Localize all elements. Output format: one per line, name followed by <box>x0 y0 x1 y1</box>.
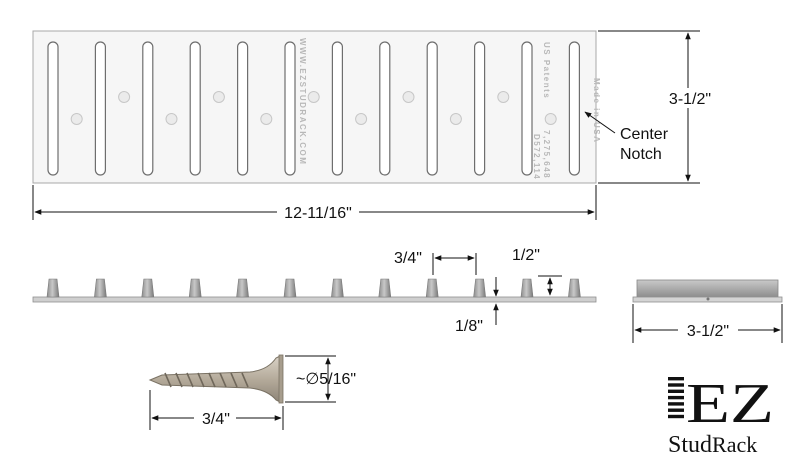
plate-slot <box>331 41 343 176</box>
plate-outline <box>32 30 597 184</box>
side-base <box>32 296 597 303</box>
logo-stripe <box>668 414 684 419</box>
screw-view: ~∅5/16" 3/4" <box>148 354 356 430</box>
screw-body <box>148 355 281 403</box>
screw-head <box>278 354 284 404</box>
plate-slot <box>474 41 486 176</box>
plate-slot <box>47 41 59 176</box>
side-peg <box>473 278 486 298</box>
side-thickness-label: 1/8" <box>455 318 483 335</box>
screw-thread <box>230 372 238 388</box>
plate-notch <box>118 91 131 103</box>
plate-slot <box>142 41 154 176</box>
plate-slot <box>284 41 296 176</box>
top-width-label: 12-11/16" <box>284 205 352 222</box>
side-peg <box>568 278 581 298</box>
plate-notch <box>544 113 557 125</box>
plate-slot <box>189 41 201 176</box>
logo-stripe <box>668 377 684 381</box>
plate-slot <box>521 41 533 176</box>
side-peg <box>331 278 344 298</box>
logo-stud-text: Stud <box>668 432 712 458</box>
logo-sub-text: StudRack <box>668 432 757 458</box>
plate-slot <box>568 41 581 176</box>
screw-diameter-label: ~∅5/16" <box>296 371 356 388</box>
side-peg <box>236 278 249 298</box>
logo-stripe <box>668 389 684 393</box>
plate-notch <box>307 91 320 103</box>
screw-thread <box>241 372 249 388</box>
side-spacing-label: 3/4" <box>394 250 422 267</box>
side-peg <box>520 278 534 298</box>
logo-stripes <box>668 377 684 419</box>
embossed-patent-2: D572,114 <box>532 134 541 180</box>
side-peg <box>94 278 107 298</box>
side-pegs <box>46 278 581 298</box>
end-view: 3-1/2" <box>632 279 783 343</box>
screw-thread <box>219 372 227 388</box>
screw-thread <box>208 372 216 388</box>
side-peg <box>425 278 439 298</box>
side-peg <box>188 278 202 298</box>
end-width-label: 3-1/2" <box>687 323 729 340</box>
plate-notch <box>260 113 273 125</box>
side-peg <box>46 278 60 298</box>
center-notch-label-line1: Center <box>620 126 669 143</box>
screw-thread <box>186 372 194 388</box>
logo-stripe <box>668 408 684 412</box>
screw-length-label: 3/4" <box>202 411 230 428</box>
end-notch-mark <box>706 297 710 301</box>
screw-threads <box>164 372 249 388</box>
plate-notch <box>497 91 510 103</box>
embossed-patents-label: US Patents <box>542 42 551 99</box>
plate-notch <box>165 113 178 125</box>
plate-slot <box>379 41 391 176</box>
logo-ez-text: EZ <box>686 373 774 435</box>
plate-slots <box>47 41 581 176</box>
logo-stripe <box>668 395 684 400</box>
side-peg <box>283 278 297 298</box>
side-peg <box>378 278 392 298</box>
screw-thread <box>164 372 172 388</box>
plate-notch <box>402 91 415 103</box>
side-view: 3/4" 1/2" 1/8" <box>32 247 597 335</box>
embossed-patent-1: 7,275,648 <box>542 130 551 179</box>
top-view: WWW.EZSTUDRACK.COM US Patents 7,275,648 … <box>32 30 716 222</box>
plate-notch <box>70 113 83 125</box>
screw-thread <box>175 372 183 388</box>
side-peg <box>141 278 155 298</box>
plate-notch <box>355 113 368 125</box>
plate-slot <box>94 41 107 176</box>
screw-thread <box>197 372 205 388</box>
end-bar <box>636 279 779 299</box>
plate-slot <box>426 41 438 176</box>
top-height-label: 3-1/2" <box>669 91 711 108</box>
logo-stripe <box>668 383 684 387</box>
logo-rack-text: Rack <box>712 432 757 457</box>
plate-notches <box>70 91 557 125</box>
plate-notch <box>449 113 462 125</box>
logo-stripe <box>668 402 684 406</box>
plate-slot <box>237 41 249 176</box>
embossed-website: WWW.EZSTUDRACK.COM <box>298 38 307 165</box>
center-notch-label-line2: Notch <box>620 146 662 163</box>
ez-studrack-logo: EZ StudRack <box>668 373 774 458</box>
center-notch-leader <box>584 111 616 134</box>
side-height-label: 1/2" <box>512 247 540 264</box>
embossed-made-in: Made in USA <box>592 78 601 143</box>
plate-notch <box>212 91 225 103</box>
